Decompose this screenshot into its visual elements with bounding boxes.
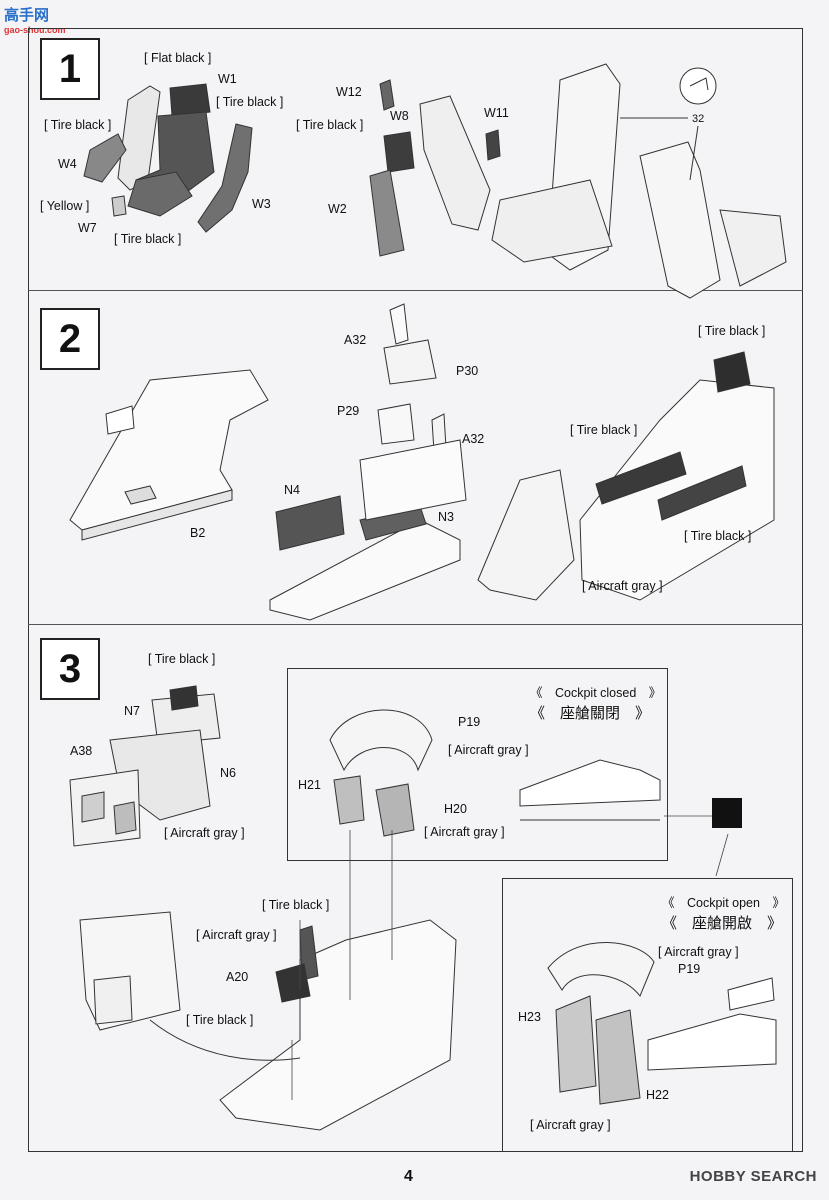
part-h21: H21	[298, 778, 321, 792]
paint-label-tire-black: [ Tire black ]	[186, 1013, 254, 1027]
cockpit-open-title-cn: 《 座艙開啟 》	[662, 915, 783, 932]
part-p30: P30	[456, 364, 479, 378]
paint-label-tire-black: [ Tire black ]	[296, 118, 364, 132]
paint-label-aircraft-gray: [ Aircraft gray ]	[530, 1118, 611, 1132]
step-3-number: 3	[40, 638, 100, 700]
completed-cockpit-step2	[477, 351, 775, 601]
paint-label-tire-black: [ Tire black ]	[44, 118, 112, 132]
paint-label-aircraft-gray: [ Aircraft gray ]	[448, 743, 529, 757]
cockpit-open-box	[502, 878, 793, 1152]
instrument-panel-parts	[69, 685, 221, 847]
cockpit-closed-detail	[329, 709, 661, 837]
part-w11: W11	[484, 106, 509, 120]
part-p29: P29	[337, 404, 360, 418]
cockpit-open-title-en: 《 Cockpit open 》	[662, 896, 785, 910]
paint-label-tire-black: [ Tire black ]	[216, 95, 284, 109]
paint-label-aircraft-gray: [ Aircraft gray ]	[424, 825, 505, 839]
cockpit-open-detail	[547, 942, 777, 1105]
cockpit-closed-title-en: 《 Cockpit closed 》	[530, 686, 662, 700]
section-divider	[28, 290, 803, 291]
part-w3: W3	[252, 197, 271, 211]
step-2-number: 2	[40, 308, 100, 370]
part-w2: W2	[328, 202, 347, 216]
seat-pad-parts	[83, 83, 253, 233]
part-n6: N6	[220, 766, 236, 780]
part-w7: W7	[78, 221, 97, 235]
paint-label-aircraft-gray: [ Aircraft gray ]	[164, 826, 245, 840]
section-divider	[28, 624, 803, 625]
part-h22: H22	[646, 1088, 669, 1102]
page-number: 4	[404, 1168, 413, 1185]
part-h23: H23	[518, 1010, 541, 1024]
completed-seat-step1	[491, 63, 787, 299]
paint-label-aircraft-gray: [ Aircraft gray ]	[582, 579, 663, 593]
part-a32: A32	[344, 333, 367, 347]
site-watermark-url: gao-shou.com	[4, 25, 66, 35]
paint-label-tire-black: [ Tire black ]	[684, 529, 752, 543]
paint-label-tire-black: [ Tire black ]	[570, 423, 638, 437]
instruction-page-frame	[28, 28, 803, 1152]
paint-label-tire-black: [ Tire black ]	[114, 232, 182, 246]
paint-label-yellow: [ Yellow ]	[40, 199, 90, 213]
paint-label-aircraft-gray: [ Aircraft gray ]	[196, 928, 277, 942]
paint-label-tire-black: [ Tire black ]	[262, 898, 330, 912]
ejection-seat-side-parts	[369, 79, 501, 257]
cockpit-closed-title-cn: 《 座艙關閉 》	[530, 705, 651, 722]
part-32: 32	[692, 113, 705, 125]
part-w4: W4	[58, 157, 77, 171]
cockpit-closed-box	[287, 668, 668, 861]
part-n3: N3	[438, 510, 454, 524]
site-watermark-name: 高手网	[4, 7, 50, 24]
part-b2: B2	[190, 526, 206, 540]
site-watermark: 高手网 gao-shou.com	[4, 4, 66, 35]
part-n4: N4	[284, 483, 300, 497]
part-w8: W8	[390, 109, 409, 123]
paint-label-tire-black: [ Tire black ]	[698, 324, 766, 338]
part-n7: N7	[124, 704, 140, 718]
part-p19: P19	[458, 715, 481, 729]
part-a32: A32	[462, 432, 485, 446]
hobby-search-logo: HOBBY SEARCH	[689, 1168, 817, 1185]
part-w1: W1	[218, 72, 237, 86]
paint-label-aircraft-gray: [ Aircraft gray ]	[658, 945, 739, 959]
part-p19: P19	[678, 962, 701, 976]
paint-label-flat-black: [ Flat black ]	[144, 51, 212, 65]
part-a20: A20	[226, 970, 249, 984]
completed-cockpit-step3	[79, 911, 457, 1131]
step-1-number: 1	[40, 38, 100, 100]
part-a38: A38	[70, 744, 93, 758]
console-assembly-step2	[269, 303, 467, 621]
part-h20: H20	[444, 802, 467, 816]
alternative-option-icon	[712, 798, 742, 828]
paint-label-tire-black: [ Tire black ]	[148, 652, 216, 666]
part-w12: W12	[336, 85, 362, 99]
cockpit-tub-b2	[69, 369, 269, 541]
